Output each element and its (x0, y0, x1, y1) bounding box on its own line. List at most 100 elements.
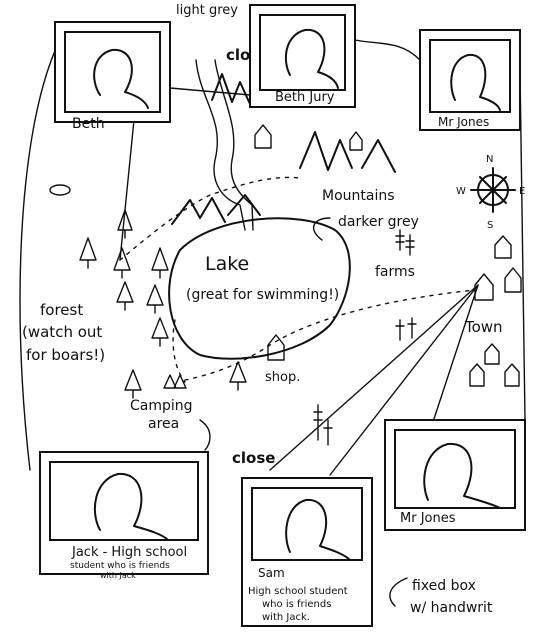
close-note-bottom: close (232, 449, 275, 467)
house-icon (504, 363, 520, 387)
river (195, 59, 254, 231)
house-icon (504, 267, 522, 293)
house-icon (469, 363, 485, 387)
portrait-caption-line2: student who is friends (70, 561, 170, 571)
tree-icon (229, 361, 247, 391)
head-silhouette-icon (93, 472, 169, 541)
portrait-caption-line3: with Jack (100, 571, 136, 580)
lake-outline (168, 217, 351, 360)
river-left-bank (195, 59, 246, 231)
camping-label-1: Camping (130, 398, 193, 414)
portrait-caption-line2: who is friends (262, 599, 331, 610)
portrait-beth-top-left: Beth (54, 21, 171, 132)
fixed-box-note-2: w/ handwrit (410, 600, 493, 616)
mountain-peak (361, 139, 396, 173)
connector-jack (199, 419, 211, 451)
portrait-caption-line3: with Jack. (262, 612, 310, 623)
compass-east: E (519, 186, 525, 197)
portrait-jack: Jack - High school student who is friend… (39, 451, 209, 580)
portrait-caption-line1: High school student (248, 586, 348, 597)
connector-town-jones (431, 284, 479, 426)
forest: forest (watch out for boars!) Camping ar… (22, 184, 247, 432)
farms: farms (313, 229, 417, 446)
portrait-caption: Beth Jury (275, 90, 335, 105)
mountain-peak (171, 197, 226, 225)
portrait-inner-frame (64, 31, 161, 113)
buildings: Town shop. (254, 124, 522, 387)
tree-icon (146, 284, 164, 314)
crop-icon (395, 229, 405, 251)
connector-beth-forest (119, 109, 136, 261)
portrait-caption-main: Jack - High school (71, 545, 187, 560)
forest-note-1: (watch out (22, 323, 102, 341)
forest-label: forest (40, 301, 83, 319)
town-label: Town (464, 318, 503, 336)
portrait-sam: Sam High school student who is friends w… (241, 477, 373, 627)
crop-icon (323, 419, 333, 446)
fixed-box-arrow (389, 577, 408, 607)
connector-beth-beth-jury (169, 87, 251, 96)
trails (119, 176, 476, 383)
head-silhouette-icon (423, 442, 501, 509)
portrait-mr-jones-bottom-right: Mr Jones (384, 419, 526, 531)
connector-left-edge (19, 39, 61, 471)
mountain-range: Mountains (171, 73, 396, 225)
connector-town-sam-2 (329, 284, 479, 476)
tree-icon (151, 247, 169, 279)
portrait-beth-top-center: Beth Jury (249, 4, 356, 108)
mountain-peak (299, 131, 353, 171)
lake-note: (great for swimming!) (186, 287, 339, 303)
tree-icon (116, 281, 134, 311)
camping-label-2: area (148, 416, 179, 432)
tree-icon (117, 209, 133, 239)
house-icon (474, 273, 494, 301)
portrait-inner-frame (251, 487, 363, 561)
light-grey-note: light grey (176, 3, 238, 18)
portrait-caption: Mr Jones (400, 511, 456, 526)
darker-grey-note: darker grey (338, 214, 419, 230)
head-silhouette-icon (93, 48, 149, 109)
portrait-caption: Mr Jones (438, 115, 489, 129)
house-icon (254, 124, 272, 149)
crop-icon (395, 319, 405, 341)
tent-icon (163, 374, 187, 389)
portrait-caption: Beth (72, 116, 105, 132)
compass-arrows (470, 167, 516, 213)
portrait-inner-frame (394, 429, 516, 509)
mountain-peak (211, 73, 251, 105)
trail-camping (172, 319, 186, 383)
compass-south: S (487, 220, 493, 231)
tree-icon (79, 237, 97, 269)
portrait-inner-frame (429, 39, 511, 113)
house-icon (494, 235, 512, 259)
fixed-box-note-1: fixed box (412, 578, 476, 594)
trail-shop-town (184, 289, 476, 381)
boar-icon (49, 184, 71, 196)
mountain-peak (227, 194, 261, 216)
shop-icon (267, 334, 285, 361)
compass-north: N (486, 154, 493, 165)
head-silhouette-icon (450, 53, 501, 111)
crop-icon (313, 404, 323, 441)
head-silhouette-icon (284, 28, 339, 89)
shop-label: shop. (265, 370, 300, 385)
mountains-label: Mountains (322, 188, 395, 204)
tree-icon (113, 247, 131, 279)
river-right-bank (214, 59, 254, 231)
lake: Lake (great for swimming!) (168, 217, 351, 360)
crop-icon (407, 317, 417, 339)
portrait-caption-name: Sam (258, 566, 285, 580)
darker-grey-arrow (312, 217, 331, 241)
connector-town-sam (269, 284, 479, 471)
forest-note-2: for boars!) (26, 346, 105, 364)
tree-icon (151, 317, 169, 347)
lake-title: Lake (205, 253, 249, 275)
compass-west: W (456, 186, 466, 197)
head-silhouette-icon (285, 498, 351, 561)
tree-icon (124, 369, 142, 399)
crop-icon (405, 234, 415, 256)
farms-label: farms (375, 264, 415, 280)
connector-top (354, 39, 421, 61)
trail-forest-mountains (119, 176, 301, 261)
